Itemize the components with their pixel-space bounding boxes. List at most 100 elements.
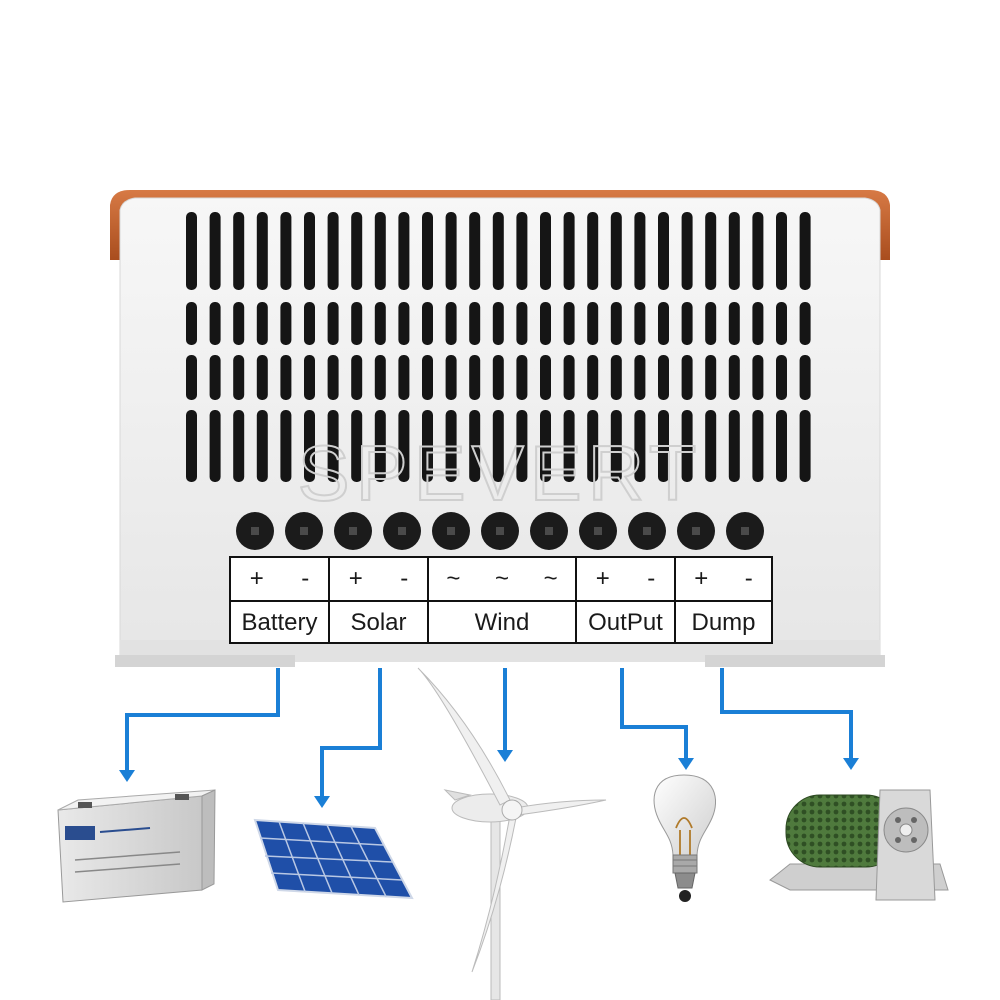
vent-slot xyxy=(445,410,457,482)
vent-slot xyxy=(327,355,339,400)
arrow-solar xyxy=(320,668,382,796)
vent-slot xyxy=(587,410,599,482)
vent-slot xyxy=(681,212,693,290)
vent-slot xyxy=(469,355,481,400)
vent-slot xyxy=(587,212,599,290)
vent-slot xyxy=(445,212,457,290)
screw-socket xyxy=(594,527,602,535)
vent-slot xyxy=(681,355,693,400)
vent-slot xyxy=(563,355,575,400)
output-symbols: + - xyxy=(577,558,676,600)
watermark: SPEVERT xyxy=(298,429,703,517)
screw-socket xyxy=(251,527,259,535)
battery-minus-symbol: - xyxy=(301,565,310,592)
screw-socket xyxy=(741,527,749,535)
dump-label: Dump xyxy=(691,609,756,636)
connection-arrows xyxy=(125,668,853,796)
vent-slot xyxy=(705,355,717,400)
vent-slot xyxy=(351,302,363,345)
vent-slot xyxy=(304,302,315,345)
vent-slot xyxy=(209,410,221,482)
vent-slot xyxy=(398,355,410,400)
vent-slot xyxy=(587,355,599,400)
vent-slot xyxy=(634,212,646,290)
vent-slot xyxy=(351,212,363,290)
screw-socket xyxy=(447,527,455,535)
vent-slot xyxy=(374,355,386,400)
vent-slot xyxy=(705,212,717,290)
vent-slot xyxy=(422,302,433,345)
vent-slot xyxy=(233,410,245,482)
vent-slot xyxy=(398,212,410,290)
vent-slot xyxy=(799,410,811,482)
vent-slot xyxy=(728,212,740,290)
vent-slot xyxy=(280,302,292,345)
battery-label: Battery xyxy=(231,602,330,644)
vent-slot xyxy=(540,410,551,482)
vent-slot xyxy=(516,355,528,400)
vent-slot xyxy=(280,410,292,482)
light-bulb-image xyxy=(653,774,716,902)
vent-slot xyxy=(256,302,268,345)
vent-slot xyxy=(209,302,221,345)
vent-slot xyxy=(658,410,669,482)
vent-slot xyxy=(374,302,386,345)
vent-slot xyxy=(610,302,622,345)
vent-slot xyxy=(280,212,292,290)
dump-plus-symbol: + xyxy=(694,565,709,592)
vent-slot xyxy=(752,212,764,290)
vent-slot xyxy=(799,212,811,290)
vent-slot xyxy=(256,355,268,400)
vent-slot xyxy=(469,410,481,482)
vent-slot xyxy=(233,212,245,290)
vent-slot xyxy=(374,410,386,482)
vent-slot xyxy=(752,410,764,482)
vent-slot xyxy=(658,212,669,290)
vent-slot xyxy=(492,355,504,400)
vent-slot xyxy=(728,410,740,482)
vent-slot xyxy=(469,302,481,345)
vent-slot xyxy=(634,410,646,482)
solar-symbols: + - xyxy=(330,558,429,600)
output-minus-symbol: - xyxy=(647,565,656,592)
screw-socket xyxy=(496,527,504,535)
vent-slot xyxy=(398,302,410,345)
wind-phase-symbol: ~ xyxy=(494,565,509,592)
vent-slot xyxy=(728,302,740,345)
battery-symbols: + - xyxy=(231,558,330,600)
vent-slot xyxy=(422,355,433,400)
vent-slot xyxy=(209,212,221,290)
vent-slot xyxy=(445,302,457,345)
battery-plus-symbol: + xyxy=(249,565,264,592)
vent-slot xyxy=(327,302,339,345)
vent-slot xyxy=(327,410,339,482)
vent-slot xyxy=(658,302,669,345)
wind-turbine-image xyxy=(417,667,607,1000)
wind-symbols: ~ ~ ~ xyxy=(429,558,577,600)
screw-socket xyxy=(398,527,406,535)
vent-slot xyxy=(658,355,669,400)
terminal-name-row: Battery Solar Wind OutPut Dump xyxy=(231,602,771,644)
dump-load-resistor-image xyxy=(769,789,949,901)
screw-socket xyxy=(643,527,651,535)
vent-slot xyxy=(422,410,433,482)
dump-minus-symbol: - xyxy=(744,565,753,592)
vent-grille xyxy=(186,212,811,482)
vent-slot xyxy=(705,410,717,482)
vent-slot xyxy=(492,302,504,345)
arrow-dump xyxy=(720,668,853,758)
vent-slot xyxy=(304,212,315,290)
vent-slot xyxy=(634,355,646,400)
vent-slot xyxy=(422,212,433,290)
vent-slot xyxy=(776,302,787,345)
output-plus-symbol: + xyxy=(595,565,610,592)
vent-slot xyxy=(304,355,315,400)
charge-controller: SPEVERT xyxy=(110,190,890,667)
vent-slot xyxy=(233,302,245,345)
vent-slot xyxy=(610,355,622,400)
terminal-screws xyxy=(236,512,764,550)
vent-slot xyxy=(327,212,339,290)
screw-socket xyxy=(545,527,553,535)
vent-slot xyxy=(799,355,811,400)
